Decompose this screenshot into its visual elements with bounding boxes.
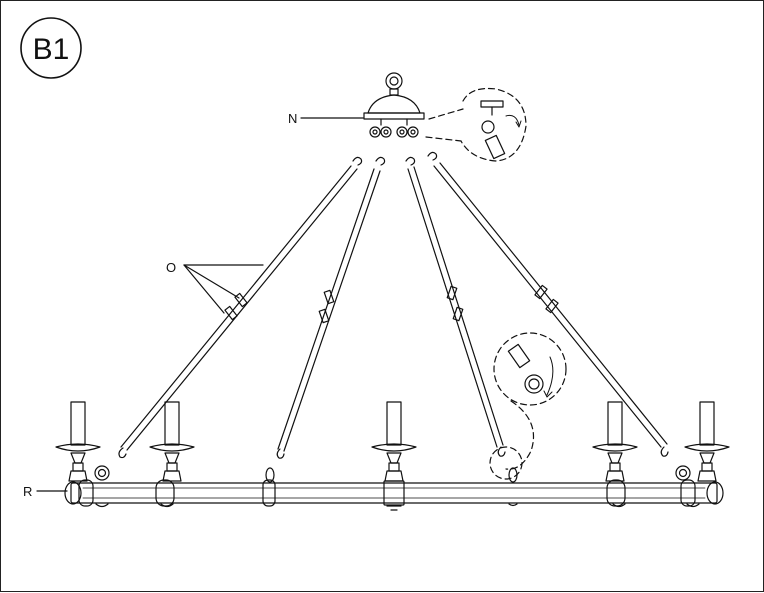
candle-holder-1: [55, 401, 101, 482]
canopy-hub: [363, 72, 425, 138]
ring-lower-details: [95, 503, 700, 508]
candle-holder-5: [684, 401, 730, 482]
step-badge: B1: [20, 17, 82, 79]
step-label: B1: [33, 33, 70, 66]
ring-arm: [64, 465, 724, 511]
callout-rods: O: [166, 260, 264, 314]
callout-label-rods: O: [166, 260, 176, 275]
detail-ring-hook: [489, 332, 567, 480]
callout-label-ring: R: [23, 484, 32, 499]
callout-ring: R: [23, 484, 68, 499]
detail-canopy-hook: [425, 87, 527, 162]
candle-holder-4: [592, 401, 638, 482]
callout-canopy: N: [288, 111, 364, 126]
support-rods: [118, 151, 669, 459]
callout-label-canopy: N: [288, 111, 297, 126]
candle-holder-2: [149, 401, 195, 482]
candle-holder-3: [371, 401, 417, 482]
